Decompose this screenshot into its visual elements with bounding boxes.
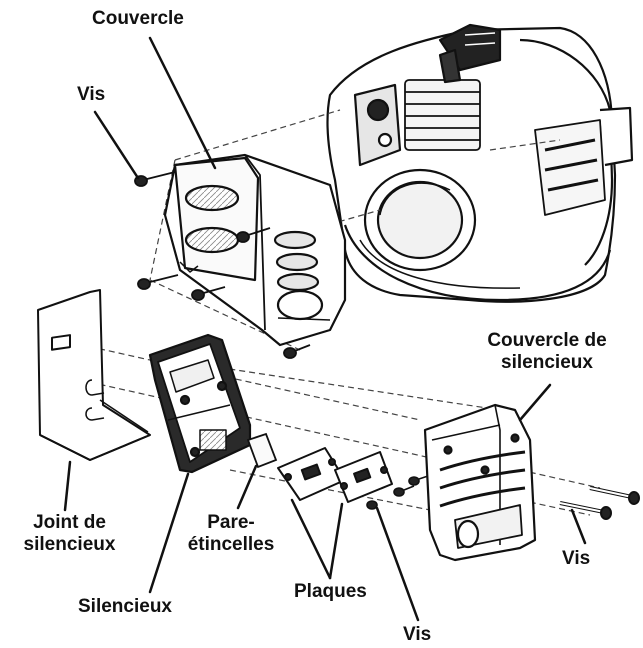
label-vis-bottom: Vis [403, 624, 432, 645]
cover-part [163, 153, 347, 347]
muffler-cover-screws [559, 486, 640, 520]
label-couvercle-silencieux-line1: Couvercle de [487, 330, 607, 351]
label-joint-line1: Joint de [33, 512, 106, 533]
gasket-part [37, 289, 151, 461]
label-pare-etincelles: Pare- étincelles [178, 512, 284, 556]
label-vis-top: Vis [77, 84, 106, 105]
spark-arrestor-part [246, 432, 278, 469]
label-couvercle-silencieux: Couvercle de silencieux [462, 330, 632, 374]
label-couvercle-silencieux-line2: silencieux [501, 352, 593, 373]
label-joint-silencieux: Joint de silencieux [12, 512, 127, 556]
plates-part [277, 447, 393, 503]
label-pare-line2: étincelles [187, 534, 275, 555]
label-plaques: Plaques [294, 581, 367, 602]
plate-screws [366, 475, 429, 510]
leader-lines [63, 36, 587, 622]
cover-screws [134, 171, 311, 359]
muffler-cover-part [423, 403, 537, 562]
label-couvercle: Couvercle [92, 8, 184, 29]
label-vis-right: Vis [562, 548, 591, 569]
label-joint-line2: silencieux [23, 534, 116, 555]
label-pare-line1: Pare- [207, 512, 255, 533]
engine-assembly [326, 23, 634, 303]
muffler-part [148, 333, 252, 474]
label-silencieux: Silencieux [78, 596, 172, 617]
